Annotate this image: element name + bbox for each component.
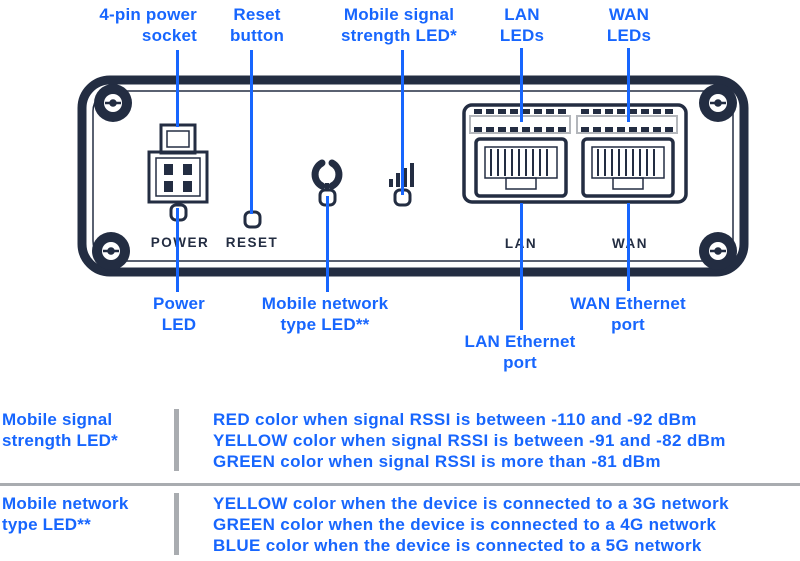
signal-bars-icon <box>389 163 414 187</box>
label-lan-leds: LAN LEDs <box>499 5 545 45</box>
legend-row2-line2: GREEN color when the device is connected… <box>213 515 717 534</box>
wan-port-pins <box>597 149 655 176</box>
lan-leds-row <box>474 109 566 132</box>
callout-line-reset-button <box>250 50 253 214</box>
device-case <box>77 75 749 277</box>
legend-row2-label: Mobile network type LED** <box>2 494 129 534</box>
screw-icon-bottom-right <box>699 232 737 270</box>
rj45-port-icon-wan[interactable] <box>576 109 678 198</box>
label-lan-ethernet-port: LAN Ethernet port <box>464 332 576 372</box>
label-mobile-signal-strength-led: Mobile signal strength LED* <box>341 5 457 45</box>
legend-row2-line3: BLUE color when the device is connected … <box>213 536 702 555</box>
screw-icon-top-right <box>699 84 737 122</box>
4-pin-connector-icon <box>147 123 209 204</box>
lan-port-pins <box>490 149 548 176</box>
callout-line-signal-led <box>401 50 404 195</box>
reset-button-hole[interactable] <box>243 210 262 229</box>
panel-text-power: POWER <box>151 235 210 250</box>
label-reset-button: Reset button <box>229 5 285 45</box>
screw-icon-top-left <box>94 84 132 122</box>
screw-icon-bottom-left <box>92 232 130 270</box>
label-power-socket: 4-pin power socket <box>99 5 197 45</box>
callout-line-power-led <box>176 208 179 292</box>
panel-text-wan: WAN <box>612 236 648 251</box>
ethernet-ports-block <box>462 103 688 204</box>
panel-text-reset: RESET <box>226 235 279 250</box>
label-mobile-network-type-led: Mobile network type LED** <box>261 294 389 334</box>
legend-row1-divider <box>174 409 179 471</box>
antenna-waves-icon <box>311 159 343 190</box>
rj45-port-icon-lan[interactable] <box>469 109 571 198</box>
legend-row1-line3: GREEN color when signal RSSI is more tha… <box>213 452 661 471</box>
case-outline <box>77 75 749 277</box>
legend-row1-label: Mobile signal strength LED* <box>2 410 118 450</box>
label-wan-ethernet-port: WAN Ethernet port <box>570 294 686 334</box>
callout-line-wan-port <box>627 203 630 291</box>
callout-line-wan-leds <box>627 48 630 122</box>
legend-row1-line2: YELLOW color when signal RSSI is between… <box>213 431 726 450</box>
label-power-led: Power LED <box>152 294 206 334</box>
callout-line-power-socket <box>176 50 179 127</box>
case-inner-line <box>92 90 734 262</box>
label-wan-leds: WAN LEDs <box>606 5 652 45</box>
legend-row1-line1: RED color when signal RSSI is between -1… <box>213 410 697 429</box>
callout-line-lan-leds <box>520 48 523 122</box>
callout-line-lan-port <box>520 203 523 330</box>
callout-line-network-led <box>326 196 329 292</box>
legend-row-separator <box>0 483 800 486</box>
wan-leds-row <box>581 109 673 132</box>
legend-row2-divider <box>174 493 179 555</box>
legend-row2-line1: YELLOW color when the device is connecte… <box>213 494 729 513</box>
